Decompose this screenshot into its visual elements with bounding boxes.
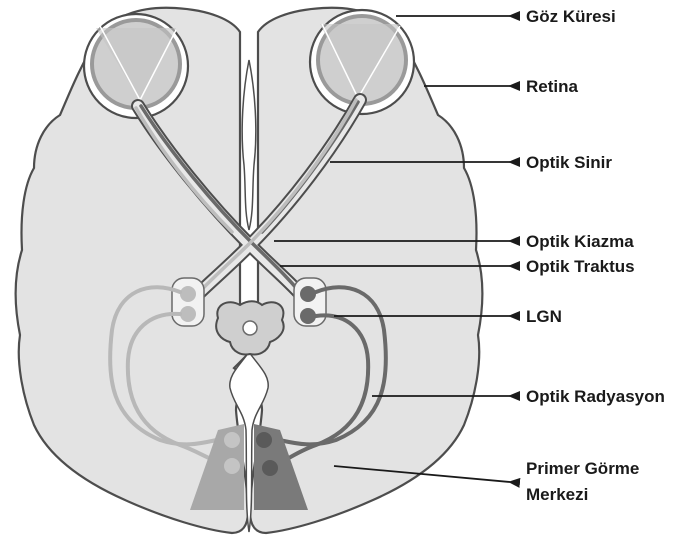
label-visual-cortex-line1: Primer Görme [526, 459, 639, 478]
label-optic-tract: Optik Traktus [526, 257, 635, 276]
label-lgn: LGN [526, 307, 562, 326]
pituitary [243, 321, 257, 335]
label-retina: Retina [526, 77, 579, 96]
label-optic-chiasm: Optik Kiazma [526, 232, 634, 251]
midline-fissure [242, 60, 256, 230]
left-lgn [172, 278, 204, 326]
label-eyeball: Göz Küresi [526, 7, 616, 26]
right-lgn [294, 278, 326, 326]
label-optic-nerve: Optik Sinir [526, 153, 612, 172]
label-visual-cortex-line2: Merkezi [526, 485, 588, 504]
label-optic-radiation: Optik Radyasyon [526, 387, 665, 406]
